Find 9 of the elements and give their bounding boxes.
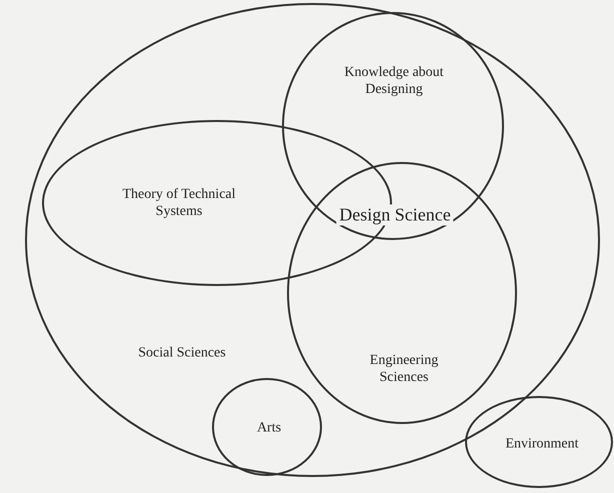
region-label: Arts <box>256 420 282 438</box>
ellipse-region <box>465 396 613 488</box>
ellipse-region <box>212 378 322 476</box>
region-label: Social Sciences <box>137 346 227 362</box>
region-label: Environment <box>504 436 580 454</box>
region-label: Theory of Technical Systems <box>121 187 237 221</box>
region-label: Knowledge about Designing <box>343 65 445 99</box>
region-label: Engineering Sciences <box>368 353 440 387</box>
intersection-label: Design Science <box>336 204 454 226</box>
